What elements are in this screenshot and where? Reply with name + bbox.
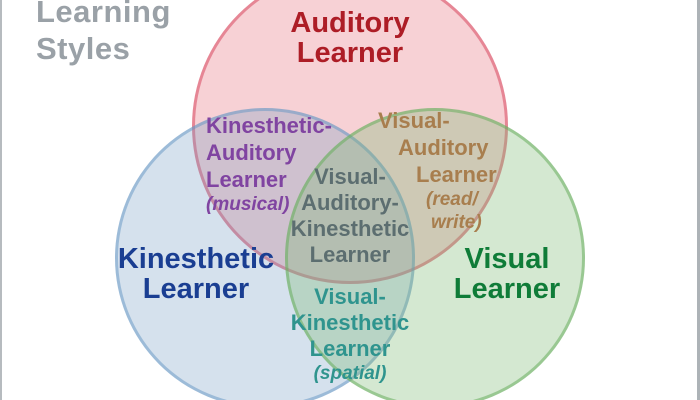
visual-circle <box>285 108 585 400</box>
label-line: Kinesthetic <box>117 243 275 275</box>
label-line: Auditory- <box>301 190 399 215</box>
visual-learner-label: Visual Learner <box>387 244 627 304</box>
title-line: Learning <box>36 0 171 29</box>
label-line: Kinesthetic- <box>206 113 332 138</box>
label-line: Auditory <box>290 7 410 39</box>
label-qualifier: write) <box>431 212 482 233</box>
label-line: Learner <box>416 162 497 187</box>
label-line: Learner <box>296 37 404 69</box>
label-line: Visual- <box>378 108 450 133</box>
label-line: Learner <box>453 273 561 305</box>
label-line: Visual- <box>314 164 386 189</box>
visual-kinesthetic-overlap-label: Visual- Kinesthetic Learner (spatial) <box>260 284 440 385</box>
label-line: Auditory <box>398 135 489 160</box>
label-line: Kinesthetic <box>290 310 410 335</box>
label-qualifier: (read/ <box>426 189 478 210</box>
right-frame-edge <box>697 0 700 400</box>
kinesthetic-auditory-overlap-label: Kinesthetic- Auditory Learner (musical) <box>206 112 376 216</box>
left-frame-edge <box>0 0 2 400</box>
label-line: Kinesthetic <box>290 216 410 241</box>
figure-title: Learning Styles <box>36 0 171 67</box>
label-line: Auditory <box>206 140 297 165</box>
label-line: Visual <box>464 243 550 275</box>
label-line: Learner <box>309 242 391 267</box>
label-line: Learner <box>206 167 287 192</box>
kinesthetic-learner-label: Kinesthetic Learner <box>76 244 316 304</box>
label-line: Learner <box>142 273 250 305</box>
label-qualifier: (spatial) <box>313 363 387 384</box>
auditory-learner-label: Auditory Learner <box>250 8 450 68</box>
visual-auditory-kinesthetic-center-label: Visual- Auditory- Kinesthetic Learner <box>275 164 425 268</box>
label-line: Learner <box>309 336 391 361</box>
label-qualifier: (musical) <box>206 194 290 215</box>
visual-auditory-overlap-label: Visual- Auditory Learner (read/ write) <box>378 107 518 234</box>
title-line: Styles <box>36 31 131 66</box>
label-line: Visual- <box>314 284 386 309</box>
